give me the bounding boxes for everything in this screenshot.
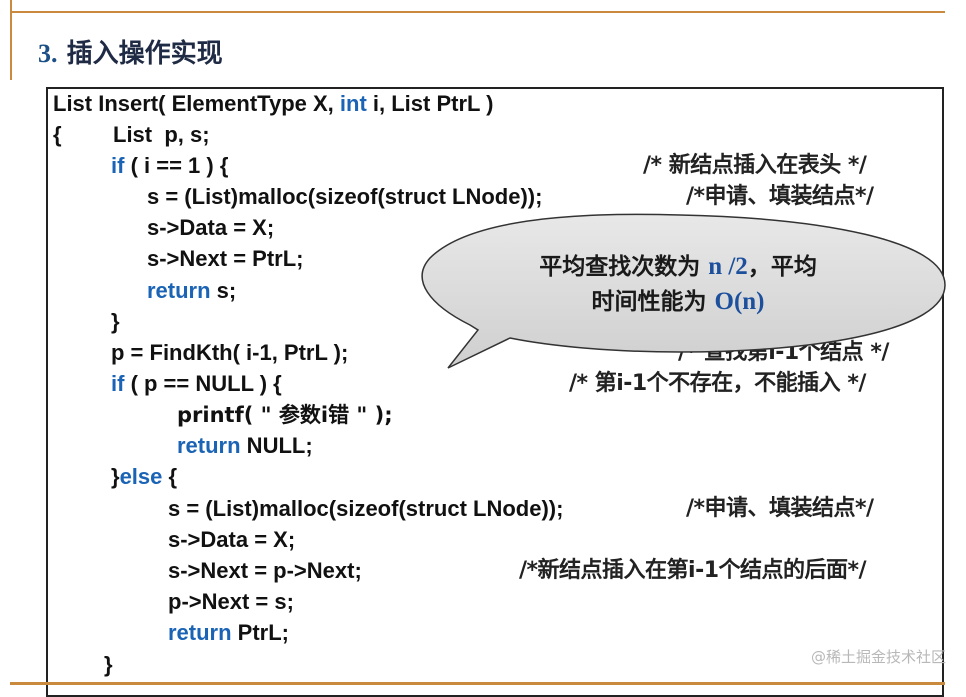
code-line-9: p = FindKth( i-1, PtrL ); — [111, 340, 349, 365]
code-line-16: s->Next = p->Next; — [168, 558, 362, 583]
code-line-2-brace: { — [53, 122, 62, 147]
footer-rule — [10, 682, 945, 685]
comment-alloc-2: /*申请、填装结点*/ — [686, 496, 874, 521]
code-line-4: s = (List)malloc(sizeof(struct LNode)); — [147, 184, 543, 209]
code-line-14: s = (List)malloc(sizeof(struct LNode)); — [168, 496, 564, 521]
header-vertical-rule — [10, 0, 12, 80]
code-line-2: List p, s; — [113, 122, 210, 147]
code-line-11: printf( " 参数i错 " ); — [177, 403, 393, 427]
callout-text-line-1: 平均查找次数为 n /2，平均 — [539, 253, 817, 280]
code-line-10: if ( p == NULL ) { — [111, 371, 282, 396]
watermark: @稀土掘金技术社区 — [810, 648, 946, 666]
code-line-1: List Insert( ElementType X, int i, List … — [53, 91, 494, 116]
code-line-6: s->Next = PtrL; — [147, 246, 304, 271]
code-line-17: p->Next = s; — [168, 589, 294, 614]
code-line-18: return PtrL; — [168, 620, 290, 645]
comment-insert-head: /* 新结点插入在表头 */ — [643, 153, 867, 178]
code-line-13: }else { — [111, 464, 178, 489]
code-line-19: } — [104, 652, 113, 677]
code-line-15: s->Data = X; — [168, 527, 296, 552]
header-horizontal-rule — [10, 11, 945, 13]
code-line-3: if ( i == 1 ) { — [111, 153, 229, 178]
section-number: 3. — [38, 39, 58, 68]
code-line-5: s->Data = X; — [147, 215, 275, 240]
code-line-7: return s; — [147, 278, 237, 303]
callout-text-line-2: 时间性能为 O(n) — [591, 288, 765, 315]
comment-not-exist: /* 第i-1个不存在，不能插入 */ — [569, 371, 866, 396]
code-line-8: } — [111, 309, 120, 334]
slide-title: 3. 插入操作实现 — [38, 33, 223, 70]
section-title: 插入操作实现 — [66, 39, 223, 69]
callout-shape — [421, 213, 946, 369]
code-block — [46, 87, 944, 697]
code-line-12: return NULL; — [177, 433, 313, 458]
comment-insert-after: /*新结点插入在第i-1个结点的后面*/ — [519, 558, 867, 583]
comment-alloc-1: /*申请、填装结点*/ — [686, 184, 874, 209]
